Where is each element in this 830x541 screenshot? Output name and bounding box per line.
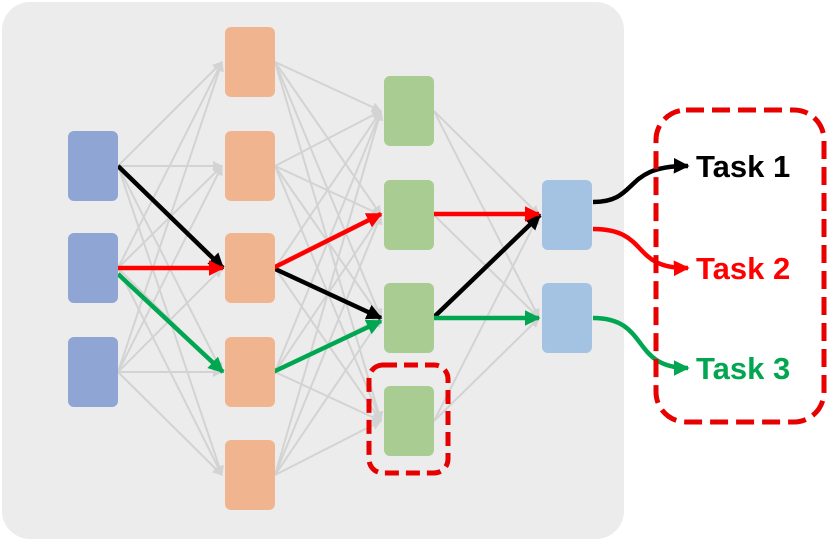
path-task-1-edge [431, 213, 542, 320]
inactive-connection [274, 110, 382, 167]
hidden2-node [384, 283, 434, 353]
path-task-2 [118, 206, 690, 277]
input-node [68, 337, 118, 407]
input-node [68, 233, 118, 303]
input-layer [68, 131, 118, 407]
output-node [542, 283, 592, 353]
hidden1-node [225, 440, 275, 510]
path-task-1-output-curve [592, 157, 690, 205]
inactive-connection [117, 61, 223, 167]
hidden-layer-1 [225, 27, 275, 510]
task-3-label: Task 3 [696, 351, 790, 386]
hidden2-node [384, 76, 434, 146]
inactive-connection [117, 61, 223, 269]
inactive-connection [433, 110, 540, 216]
inactive-connection [433, 317, 540, 422]
output-node [542, 180, 592, 250]
path-task-1 [116, 157, 690, 321]
path-task-3-output-curve [592, 315, 690, 376]
input-node [68, 131, 118, 201]
path-task-3 [116, 272, 690, 376]
hidden-layer-2 [384, 76, 434, 456]
path-task-3-edge [272, 318, 383, 375]
output-layer [542, 180, 592, 353]
inactive-connection [274, 61, 382, 112]
hidden1-node [225, 337, 275, 407]
hidden2-node [384, 180, 434, 250]
hidden2-node-pruned [384, 386, 434, 456]
path-task-2-edge [271, 211, 383, 271]
inactive-connection [274, 110, 382, 269]
inactive-connection [274, 317, 382, 476]
path-task-2-output-curve [592, 226, 690, 277]
tasks-highlight-box [653, 107, 827, 425]
path-task-1-edge [272, 265, 383, 321]
inactive-connection [117, 371, 223, 476]
hidden1-node [225, 27, 275, 97]
path-task-3-edge [116, 272, 225, 374]
task-2-label: Task 2 [696, 251, 790, 286]
network-panel [2, 2, 624, 539]
task-1-label: Task 1 [696, 149, 790, 184]
path-task-1-edge [116, 164, 225, 270]
inactive-connection [274, 420, 382, 476]
neuron-highlight-box [366, 362, 451, 476]
hidden1-node [225, 131, 275, 201]
hidden1-node [225, 233, 275, 303]
